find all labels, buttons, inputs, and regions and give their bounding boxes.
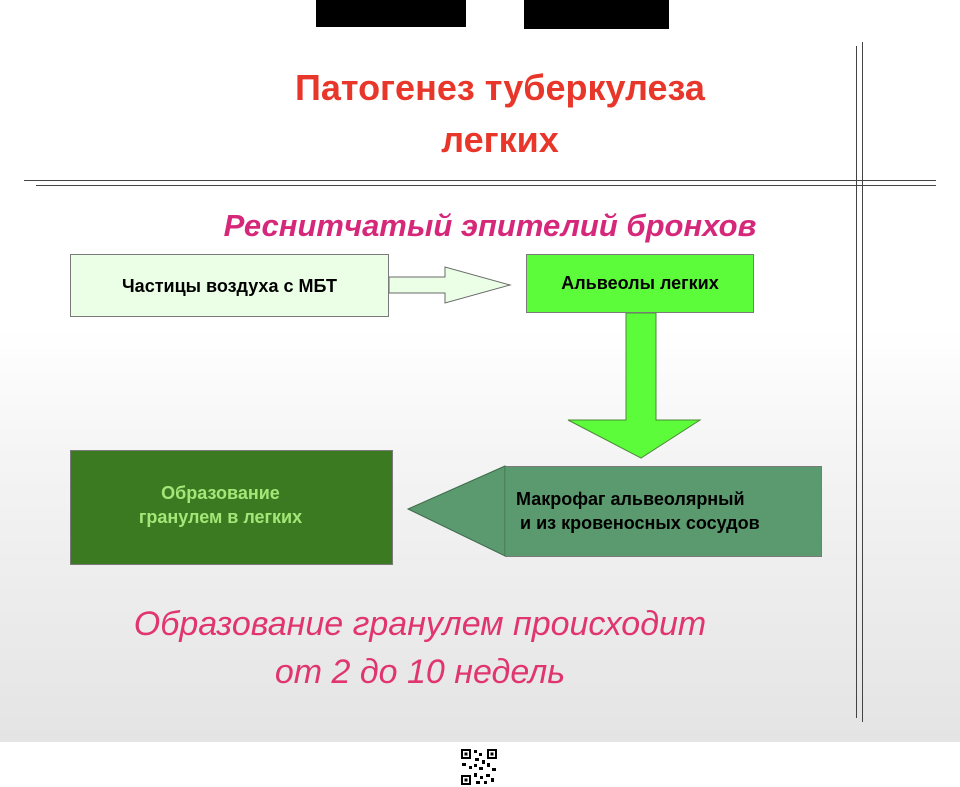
frame-line <box>856 46 857 718</box>
timing-note: Образование гранулем происходит от 2 до … <box>60 600 780 696</box>
arrow-down <box>567 312 702 459</box>
arrow-left <box>406 465 506 557</box>
node-granuloma-line-2: гранулем в легких <box>138 507 303 527</box>
node-alveoli-label: Альвеолы легких <box>561 273 719 293</box>
note-line-2: от 2 до 10 недель <box>274 653 566 691</box>
node-macrophage-line-1: Макрофаг альвеолярный <box>516 489 745 509</box>
divider-line <box>36 185 936 186</box>
arrow-right <box>388 266 512 304</box>
node-alveoli: Альвеолы легких <box>526 254 754 313</box>
title-line-2: легких <box>441 119 559 160</box>
slide-title: Патогенез туберкулеза легких <box>180 62 820 166</box>
node-air-particles: Частицы воздуха с МБТ <box>70 254 389 317</box>
redaction-bar <box>316 0 466 27</box>
node-granuloma: Образование гранулем в легких <box>70 450 393 565</box>
redaction-bar <box>524 0 669 29</box>
frame-line <box>862 42 863 722</box>
subtitle: Реснитчатый эпителий бронхов <box>223 208 757 243</box>
node-granuloma-line-1: Образование <box>161 483 280 503</box>
slide: Патогенез туберкулеза легких Реснитчатый… <box>0 0 960 742</box>
qr-code-icon <box>460 748 498 786</box>
node-macrophage-line-2: и из кровеносных сосудов <box>520 513 760 533</box>
title-line-1: Патогенез туберкулеза <box>295 67 705 108</box>
divider-line <box>24 180 936 181</box>
note-line-1: Образование гранулем происходит <box>133 605 707 643</box>
node-air-label: Частицы воздуха с МБТ <box>122 275 337 296</box>
node-macrophage: Макрофаг альвеолярный и из кровеносных с… <box>505 466 822 557</box>
